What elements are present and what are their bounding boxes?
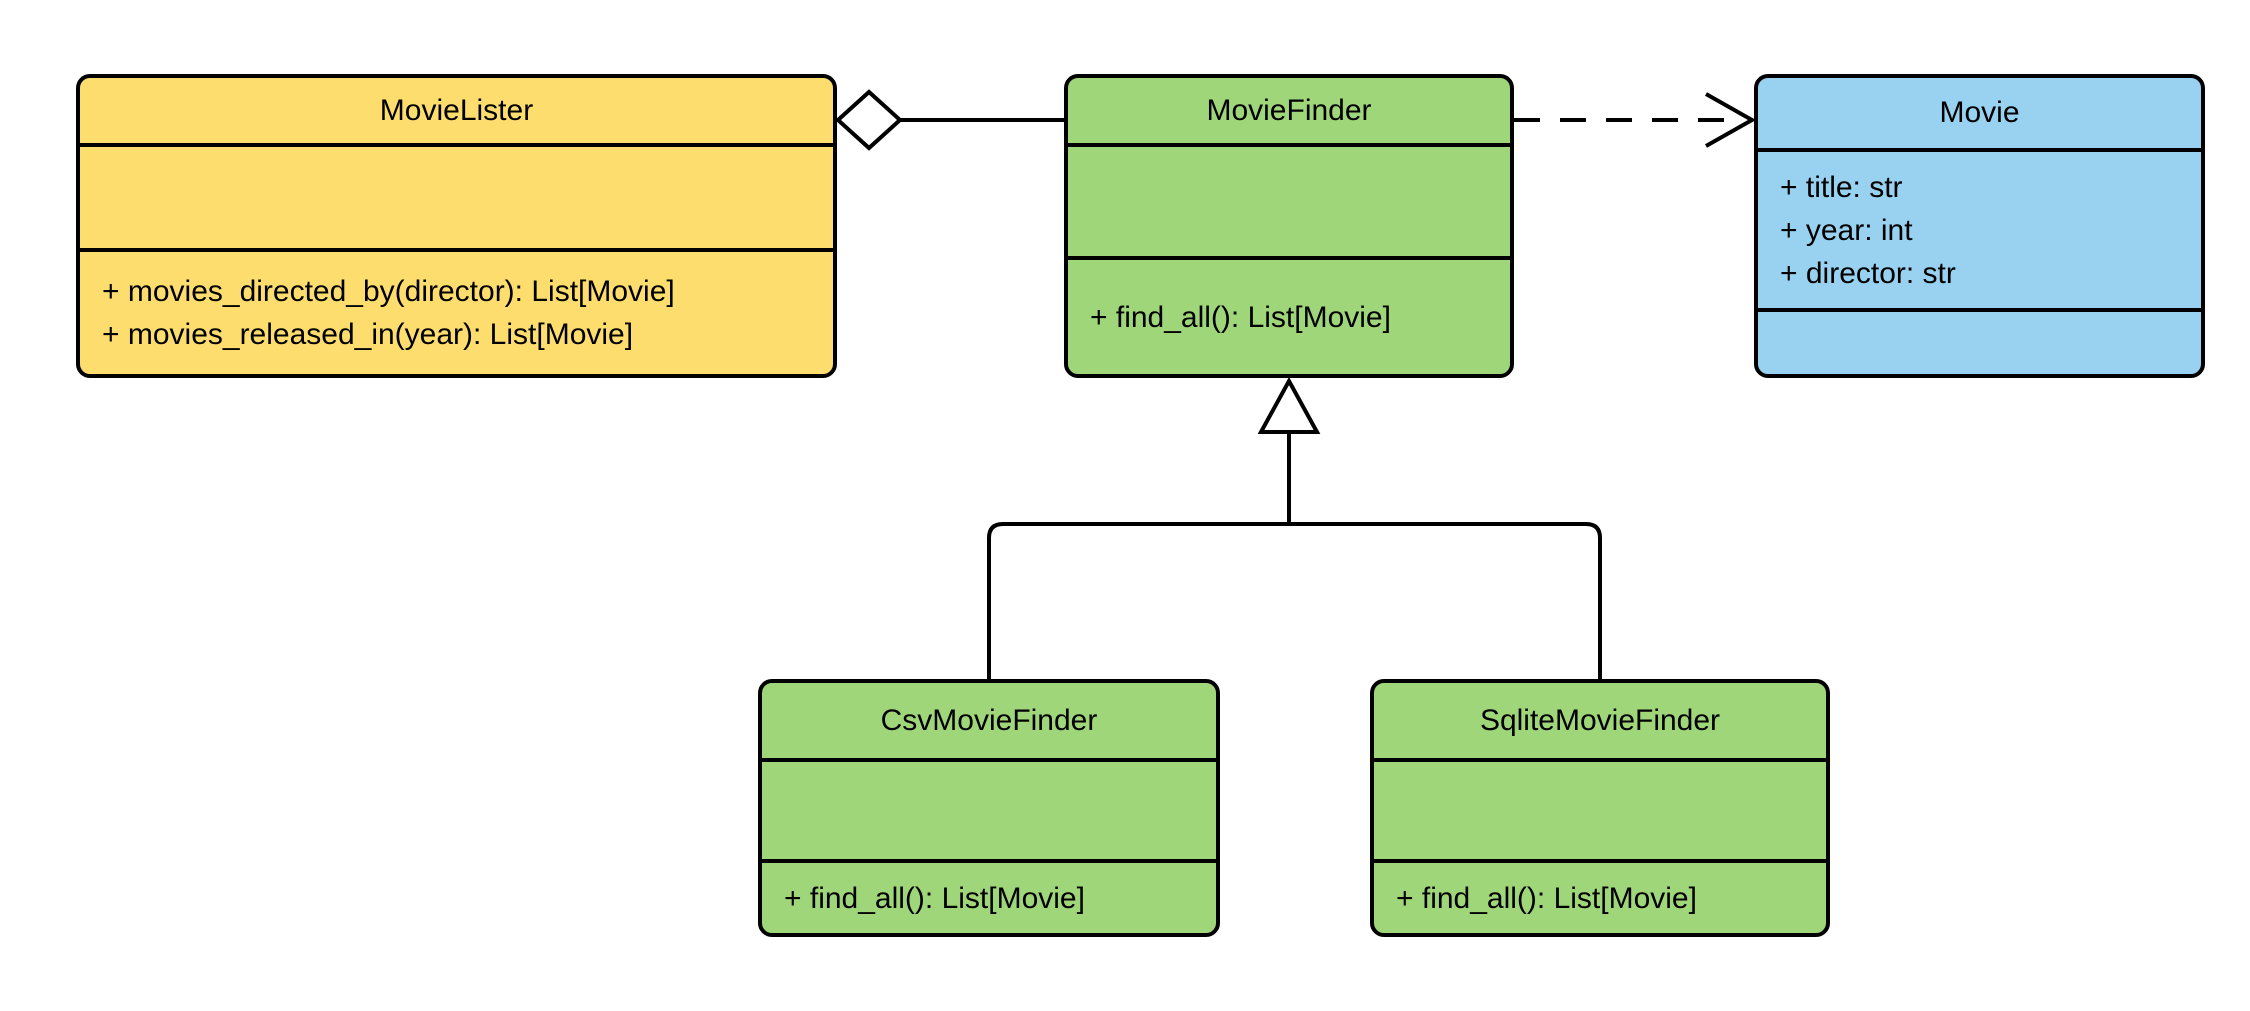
class-methods-section: [1758, 312, 2201, 374]
method-label: + find_all(): List[Movie]: [1396, 881, 1697, 915]
class-box-movie: Movie + title: str + year: int + directo…: [1754, 74, 2205, 378]
class-attributes-section: [762, 762, 1216, 863]
class-box-sqlitemoviefinder: SqliteMovieFinder + find_all(): List[Mov…: [1370, 679, 1830, 937]
class-name: Movie: [1758, 78, 2201, 152]
class-name: SqliteMovieFinder: [1374, 683, 1826, 762]
class-box-csvmoviefinder: CsvMovieFinder + find_all(): List[Movie]: [758, 679, 1220, 937]
aggregation-diamond-icon: [835, 89, 903, 151]
method-label: + movies_directed_by(director): List[Mov…: [102, 275, 675, 308]
class-attributes-section: [1068, 147, 1510, 260]
class-box-movielister: MovieLister + movies_directed_by(directo…: [76, 74, 837, 378]
method-label: + movies_released_in(year): List[Movie]: [102, 318, 634, 351]
attribute-label: + director: str: [1780, 256, 1956, 290]
class-box-moviefinder: MovieFinder + find_all(): List[Movie]: [1064, 74, 1514, 378]
dependency-arrowhead-icon: [1705, 92, 1757, 148]
attribute-label: + year: int: [1780, 213, 1913, 247]
class-name: MovieLister: [80, 78, 833, 147]
method-label: + find_all(): List[Movie]: [1090, 300, 1391, 334]
class-methods-section: + find_all(): List[Movie]: [762, 863, 1216, 933]
class-attributes-section: [1374, 762, 1826, 863]
inheritance-branch-path: [987, 522, 1602, 679]
class-methods-section: + movies_directed_by(director): List[Mov…: [80, 252, 833, 374]
method-label: + find_all(): List[Movie]: [784, 881, 1085, 915]
class-attributes-section: [80, 147, 833, 252]
class-methods-section: + find_all(): List[Movie]: [1374, 863, 1826, 933]
attribute-label: + title: str: [1780, 170, 1903, 204]
class-methods-section: + find_all(): List[Movie]: [1068, 260, 1510, 374]
inheritance-triangle-icon: [1257, 376, 1321, 434]
class-attributes-section: + title: str + year: int + director: str: [1758, 152, 2201, 312]
class-name: CsvMovieFinder: [762, 683, 1216, 762]
class-name: MovieFinder: [1068, 78, 1510, 147]
